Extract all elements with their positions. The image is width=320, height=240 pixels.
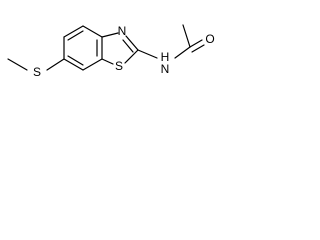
atom-n-ring: N bbox=[118, 24, 127, 38]
bond-s1-c7a bbox=[101, 58, 114, 65]
atom-o-carbonyl: O bbox=[205, 32, 214, 46]
bond-n3-c2 bbox=[125, 35, 139, 51]
bond-c3a-n3 bbox=[101, 32, 119, 38]
bond-methyl-s bbox=[7, 58, 28, 71]
bond-c5-c4-inner bbox=[67, 30, 84, 41]
bond-n3-c2-double bbox=[122, 39, 134, 53]
bond-s-c6 bbox=[46, 58, 65, 71]
bond-carbonyl-o bbox=[189, 39, 203, 48]
bond-c5-c4 bbox=[63, 25, 84, 38]
bond-carbonyl-methyl bbox=[182, 24, 191, 48]
atom-s-ring: S bbox=[115, 59, 123, 73]
bond-carbonyl-o-double bbox=[191, 44, 205, 53]
atom-s-thioether: S bbox=[33, 65, 41, 79]
structure-diagram: S N S H N O bbox=[7, 24, 215, 79]
atom-h-amide: H bbox=[161, 50, 170, 64]
bond-c2-nh bbox=[137, 49, 158, 59]
bond-nh-carbonyl bbox=[174, 46, 191, 59]
bond-c7a-c7 bbox=[82, 58, 103, 71]
bond-c2-s1 bbox=[124, 49, 139, 64]
atom-n-amide: N bbox=[161, 62, 170, 76]
atom-labels: S N S H N O bbox=[33, 24, 215, 79]
bond-c7-c6-inner bbox=[67, 55, 84, 66]
bonds bbox=[7, 24, 205, 71]
bond-c7-c6 bbox=[63, 58, 84, 71]
bond-c4-c3a bbox=[82, 25, 103, 38]
